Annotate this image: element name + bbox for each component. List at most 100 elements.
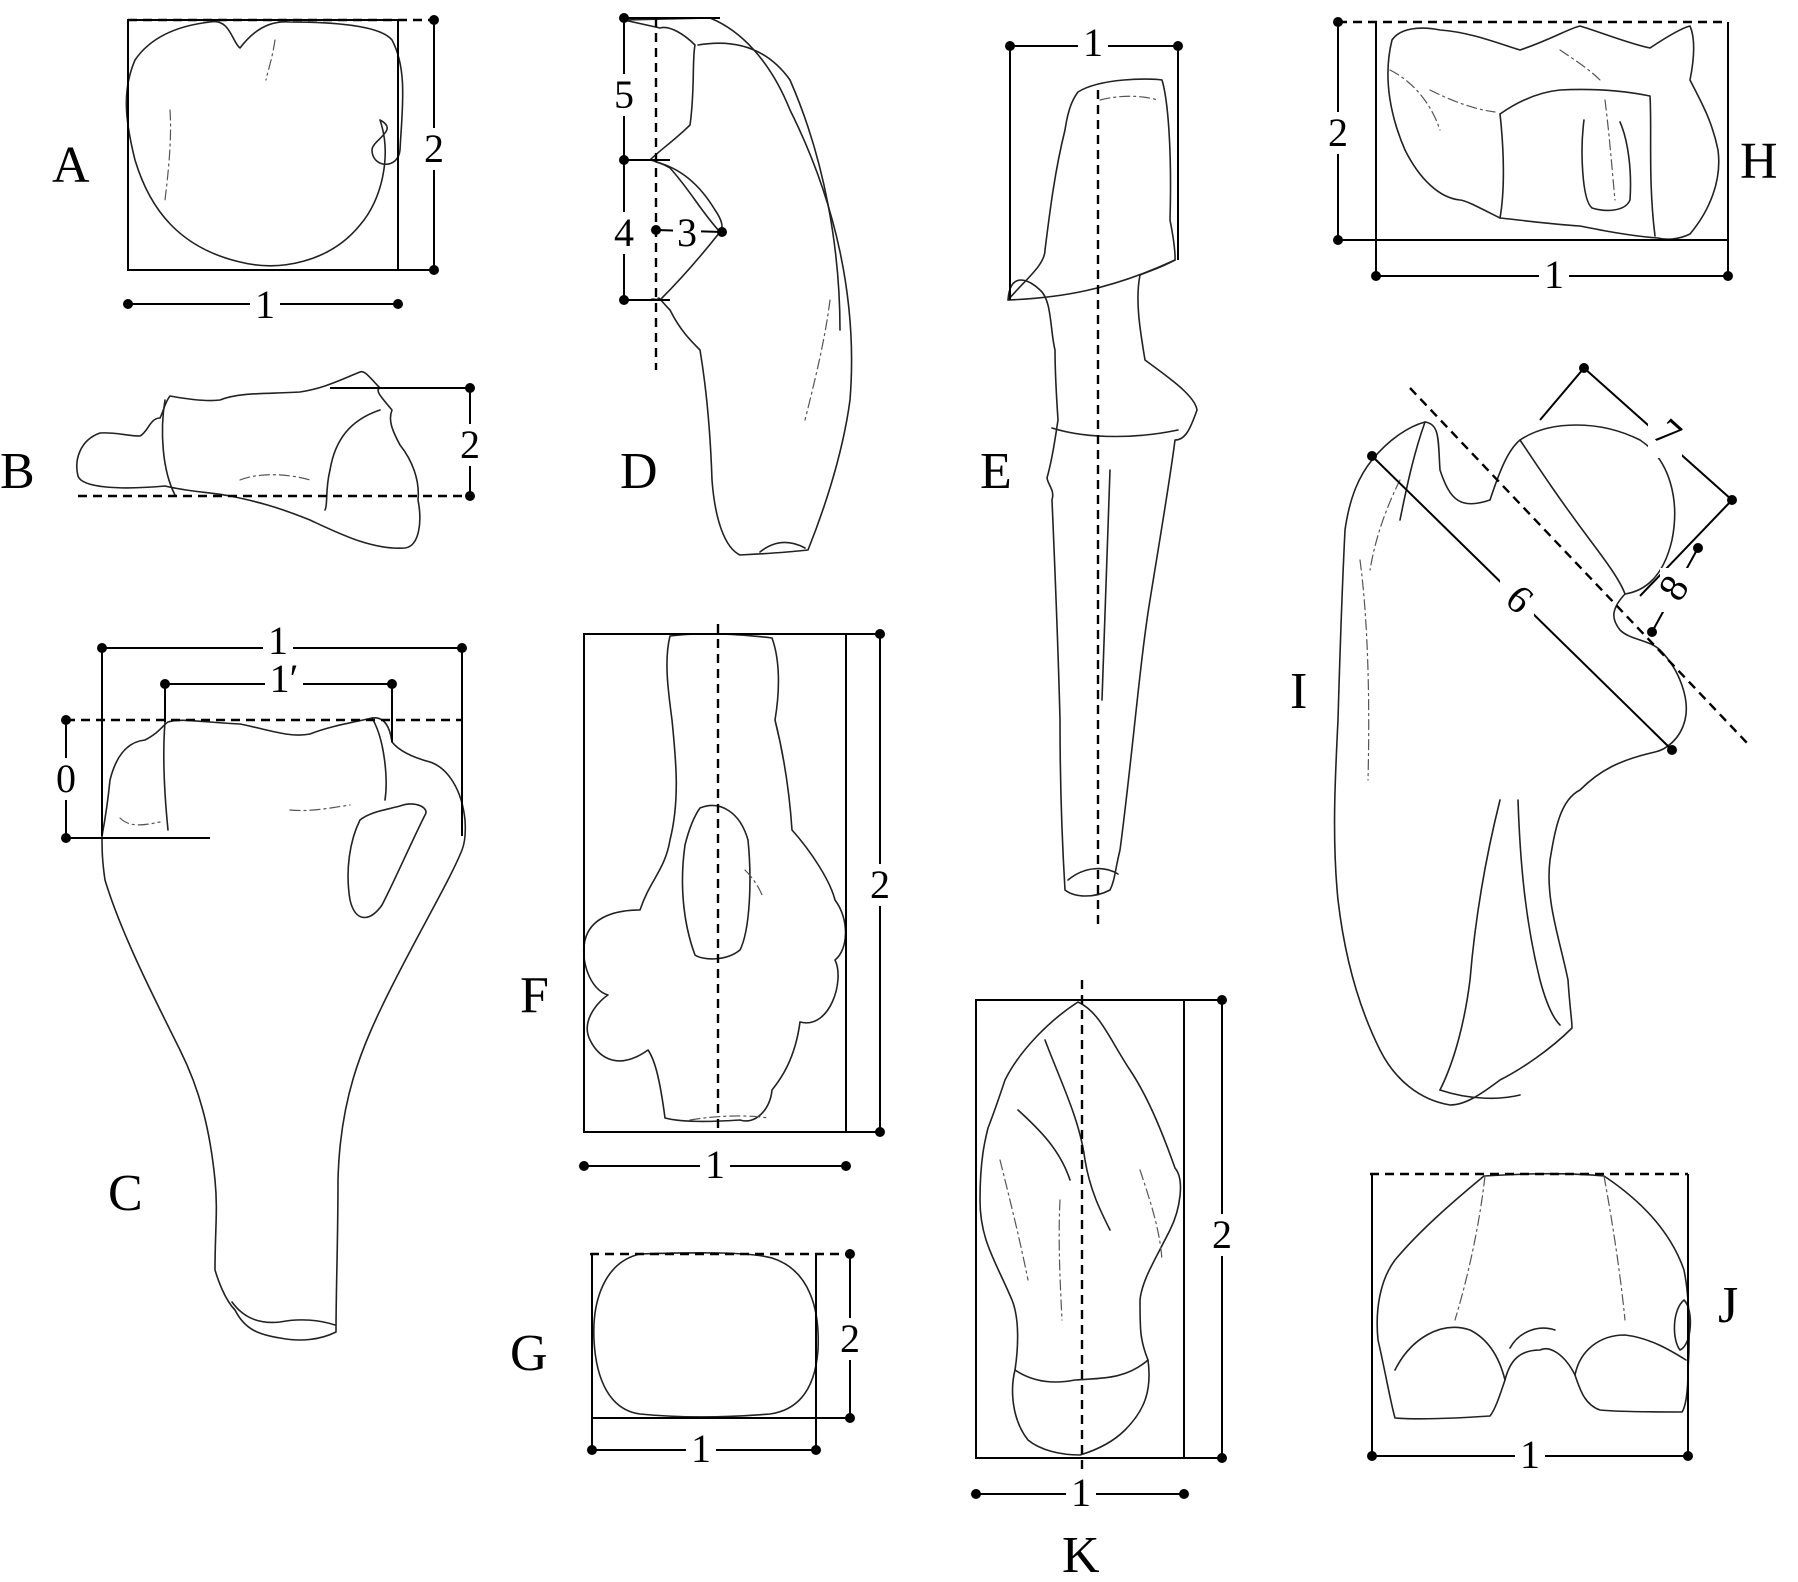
panel-a: 1 2 A [52, 15, 448, 327]
panel-d-articular-dots [804, 299, 831, 421]
panel-h-ridge [1499, 113, 1505, 219]
panel-h-dot [1333, 17, 1343, 27]
panel-e-joint-line [1007, 259, 1176, 301]
panel-i-label: I [1290, 663, 1307, 720]
panel-b-measure-2: 2 [460, 422, 480, 467]
panel-d-dot [619, 155, 629, 165]
panel-c-dot [97, 643, 107, 653]
panel-f-frame [583, 633, 847, 1133]
panel-g-dot [845, 1413, 855, 1423]
panel-i-blade-line [1439, 799, 1501, 1091]
panel-i-facet-dots [1369, 479, 1401, 571]
panel-b-joint-line [161, 399, 176, 496]
panel-h-dot [1723, 271, 1733, 281]
panel-h-bone-outline [1387, 25, 1720, 240]
panel-i: 7 6 8 I [1290, 363, 1749, 1106]
panel-c-dot [457, 643, 467, 653]
panel-c-facet-dots [119, 817, 161, 826]
panel-g-bone-outline [593, 1252, 820, 1418]
panel-c: 1 1′ 0 C [52, 618, 467, 1341]
panel-e-nutrient-line [1101, 469, 1111, 701]
panel-i-blade-line [1439, 1089, 1521, 1100]
panel-h-dot [1333, 235, 1343, 245]
panel-g-dot [845, 1249, 855, 1259]
panel-c-dot [387, 679, 397, 689]
panel-e-measure-1: 1 [1083, 20, 1103, 65]
panel-f-dot [875, 629, 885, 639]
panel-h-facet-dots [1429, 89, 1496, 113]
panel-i-dashed-line [1409, 387, 1749, 745]
panel-i-blade-line [1517, 799, 1561, 1026]
panel-b-joint-line [324, 409, 381, 511]
panel-g-measure-2: 2 [840, 1316, 860, 1361]
panel-j: 1 J [1367, 1172, 1738, 1477]
panel-f-bone-outline [583, 633, 847, 1123]
panel-d-base [759, 541, 806, 553]
panel-j-crest-dots [1454, 1175, 1486, 1321]
panel-e-dot [1173, 41, 1183, 51]
panel-d-measure-5: 5 [614, 72, 634, 117]
panel-d-label: D [620, 443, 658, 500]
panel-i-connect-line [1539, 367, 1585, 421]
panel-d-inner-contour [697, 42, 841, 331]
panel-j-dot [1683, 1451, 1693, 1461]
panel-b-dot [465, 383, 475, 393]
panel-d-dot [717, 227, 727, 237]
panel-c-tibial-tuberosity [231, 1301, 336, 1326]
panel-j-crest-dots [1603, 1175, 1626, 1321]
panel-e-articular-dots [1099, 95, 1159, 101]
panel-d-measure-3: 3 [677, 210, 697, 255]
panel-f-dot [875, 1127, 885, 1137]
panel-g-label: G [510, 1325, 548, 1382]
panel-a-articular-line [164, 109, 172, 201]
panel-k-label: K [1062, 1527, 1100, 1582]
panel-k: 2 1 K [971, 980, 1236, 1582]
panel-g-dot [811, 1445, 821, 1455]
panel-k-dot [1179, 1489, 1189, 1499]
panel-e-dot [1005, 41, 1015, 51]
panel-i-dot [1667, 745, 1677, 755]
panel-d-dot [651, 225, 661, 235]
panel-d-dot [619, 13, 629, 23]
panel-j-facet [1673, 1299, 1692, 1351]
panel-g-dot [587, 1445, 597, 1455]
panel-k-bone-outline [979, 1001, 1182, 1456]
panel-h: 2 1 H [1324, 17, 1778, 297]
panel-f-dot [841, 1161, 851, 1171]
panel-j-measure-1: 1 [1520, 1432, 1540, 1477]
panel-b-bone-outline [76, 370, 421, 549]
panel-h-label: H [1740, 133, 1778, 190]
panel-k-dot [1217, 995, 1227, 1005]
panel-a-dot [429, 15, 439, 25]
panel-a-measure-1: 1 [255, 282, 275, 327]
panel-b-dot [465, 491, 475, 501]
panel-a-dot [429, 265, 439, 275]
panel-i-dot [1647, 627, 1657, 637]
panel-f-articular-dots [744, 869, 763, 896]
panel-c-measure-0: 0 [56, 756, 76, 801]
panel-h-measure-1: 1 [1544, 252, 1564, 297]
panel-h-measure-2: 2 [1328, 110, 1348, 155]
panel-f-base-dots [689, 1115, 769, 1121]
panel-g-measure-1: 1 [691, 1426, 711, 1471]
panel-c-measure-1: 1 [268, 618, 288, 663]
panel-c-condyle-line [371, 717, 387, 801]
panel-k-frame [975, 999, 1185, 1459]
panel-b-label: B [0, 443, 35, 500]
panel-f-measure-2: 2 [870, 862, 890, 907]
panel-c-dot [160, 679, 170, 689]
panel-d-dot [619, 295, 629, 305]
panel-b: 2 B [0, 370, 484, 549]
panel-k-ridge-line [1017, 1109, 1071, 1181]
panel-f-head-outline [681, 804, 751, 960]
panel-h-dot [1371, 271, 1381, 281]
panel-c-condyle-line [162, 721, 169, 831]
panel-a-label: A [52, 137, 90, 194]
panel-f-dot [579, 1161, 589, 1171]
panel-h-crest [1581, 119, 1632, 212]
panel-h-facet-dots [1559, 49, 1601, 81]
panel-i-trochlea-line [1519, 439, 1626, 595]
panel-k-groove-dots [999, 1159, 1029, 1281]
panel-i-bone-outline [1333, 421, 1687, 1106]
